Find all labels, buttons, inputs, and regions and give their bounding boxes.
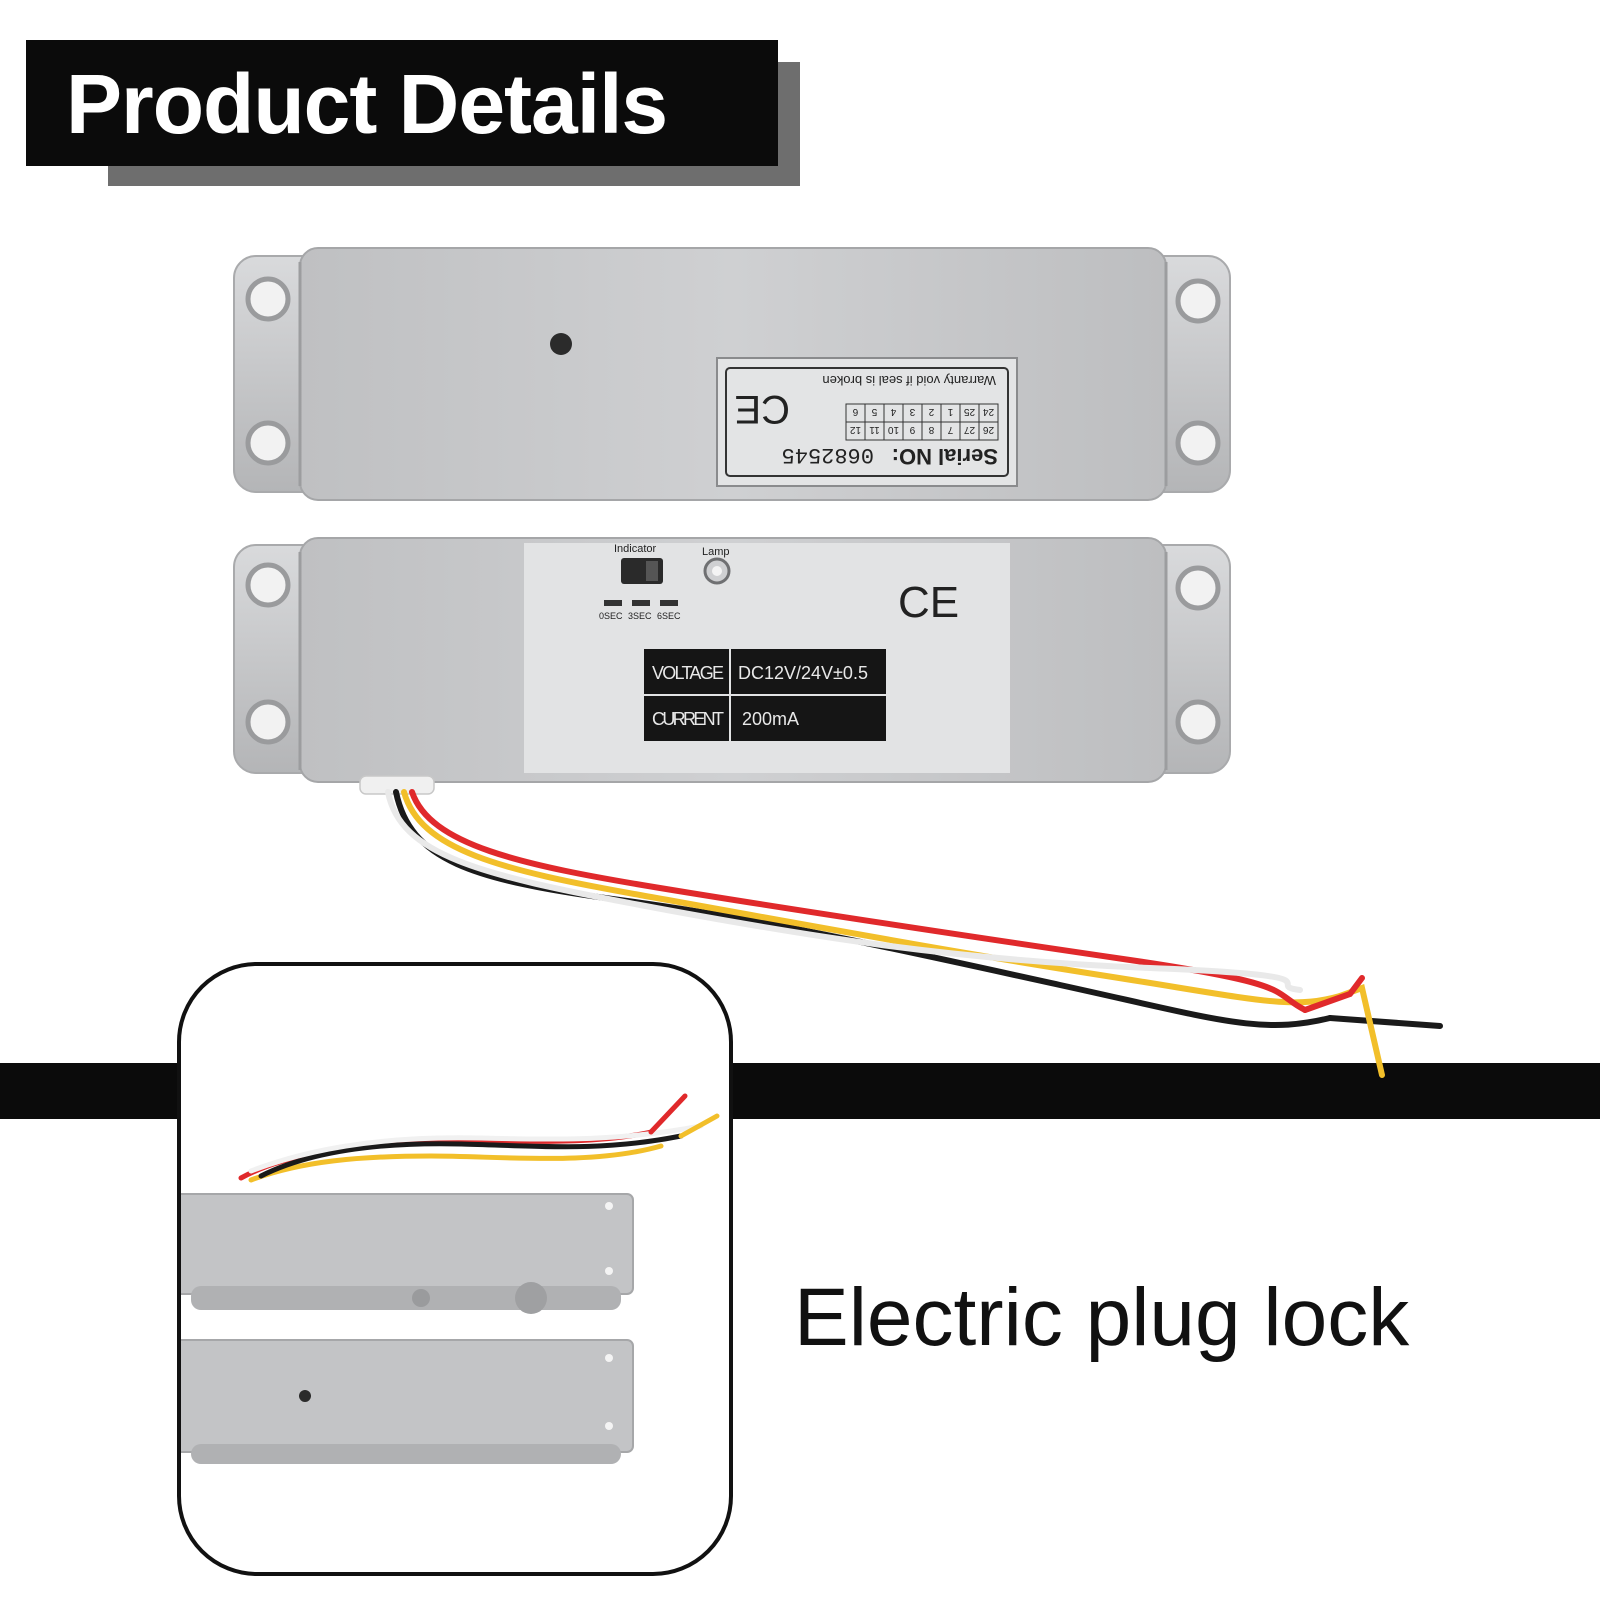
delay-6sec: 6SEC [657,611,681,621]
pin-number: 4 [890,406,896,417]
wire-white [385,789,1303,993]
lock-wires [385,789,1443,1078]
pin-number: 8 [928,424,934,435]
mount-hole [245,562,291,608]
mount-hole [245,276,291,322]
delay-3sec: 3SEC [628,611,652,621]
banner-title: Product Details [66,57,668,151]
serial-number: 0682545 [782,442,874,467]
pin-number: 27 [964,424,976,435]
current-key: CURRENT [652,709,724,729]
pin-cell [845,403,866,423]
pin-number: 11 [869,424,880,435]
delay-0sec: 0SEC [599,611,623,621]
wire-yellow-end [1337,984,1385,1078]
pin-number: 5 [871,406,877,417]
mount-hole [1175,420,1221,466]
pin-number: 25 [964,406,976,417]
ce-mark-bottom: CE [898,578,959,627]
indicator-label: Indicator [614,543,657,555]
pin-number: 3 [909,406,915,417]
title-banner: Product Details [26,40,778,166]
inset-lock-photo [181,1093,720,1464]
delay-mark [632,600,650,606]
pin-number: 9 [909,424,915,435]
switch-knob [646,561,658,581]
pin-number: 1 [947,406,953,417]
lock-body-top: Serial NO: 0682545 262778910111224251234… [233,247,1231,501]
ce-mark-top: CE [734,387,790,431]
serial-prefix: Serial NO: [892,444,998,469]
warranty-text: Warranty void if seal is broken [822,373,996,388]
pin-number: 7 [947,424,953,435]
lamp-led-glint [712,566,722,576]
pin-number: 24 [983,406,995,417]
spec-table: VOLTAGE DC12V/24V±0.5 CURRENT 200mA [644,649,886,741]
voltage-key: VOLTAGE [652,663,724,683]
pin-number: 12 [850,424,862,435]
pin-number: 10 [888,424,900,435]
voltage-value: DC12V/24V±0.5 [738,663,868,683]
serial-label: Serial NO: 0682545 262778910111224251234… [716,357,1018,487]
wire-yellow [401,789,1343,1006]
pin-number: 2 [928,406,934,417]
lock-product-photo: Serial NO: 0682545 262778910111224251234… [233,247,1443,1078]
wire-black-end [1327,1015,1443,1029]
product-caption: Electric plug lock [794,1272,1410,1363]
mount-hole [1175,278,1221,324]
mount-hole [1175,699,1221,745]
wire-red [409,789,1308,1013]
pin-number: 6 [852,406,858,417]
wire-red-end [1302,975,1365,1013]
inset-photo [177,962,733,1576]
mount-hole [1175,565,1221,611]
mount-hole [245,420,291,466]
mount-hole [245,699,291,745]
pin-number: 26 [983,424,995,435]
lock-body-bottom: Indicator 0SEC 3SEC 6SEC Lamp CE VOLTAGE… [233,537,1231,795]
sensor-hole [550,333,572,355]
delay-mark [660,600,678,606]
lamp-label: Lamp [702,546,730,558]
delay-mark [604,600,622,606]
current-value: 200mA [742,709,799,729]
